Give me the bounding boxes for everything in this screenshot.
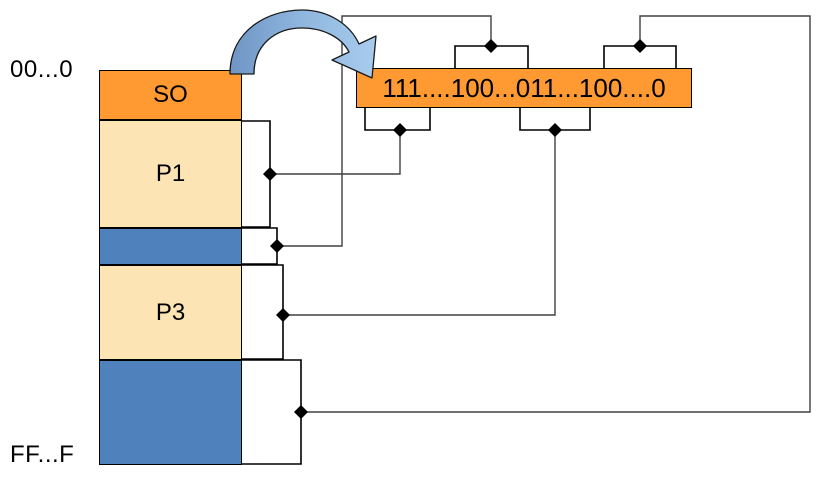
memory-segment-blue-4[interactable] [99,360,242,465]
diamond-memory-p3 [276,308,290,322]
diamond-memory-blue-2 [270,239,284,253]
memory-segment-label: P3 [155,298,186,326]
address-label-bottom: FF...F [10,441,75,468]
diamond-bitstring-upper-left [484,39,498,53]
wire-blue4-to-bitstring-upper-right [301,15,811,413]
memory-segment-p1[interactable]: P1 [99,120,242,228]
wire-p3-to-bitstring-lower-right [283,130,556,316]
diamond-bitstring-lower-left [393,123,407,137]
bitstring-value: 111....100...011...100....0 [382,72,666,103]
bracket-memory-blue-4 [242,359,302,465]
bracket-memory-p3 [242,264,284,360]
bitstring-bar[interactable]: 111....100...011...100....0 [356,68,692,108]
address-label-top: 00...0 [10,56,74,83]
diamond-bitstring-lower-right [548,123,562,137]
memory-segment-label: SO [153,81,188,108]
wire-blue2-to-bitstring-upper-left [277,15,492,247]
memory-segment-label: P1 [155,160,186,187]
wire-p1-to-bitstring-lower-left [270,130,401,175]
memory-segment-so[interactable]: SO [99,70,242,120]
curved-block-arrow-icon [229,9,377,79]
diamond-bitstring-upper-right [633,39,647,53]
diamond-memory-blue-4 [294,405,308,419]
memory-segment-p3[interactable]: P3 [99,265,242,360]
diamond-memory-p1 [263,167,277,181]
connector-diamonds [263,39,647,419]
memory-segment-blue-2[interactable] [99,228,242,265]
